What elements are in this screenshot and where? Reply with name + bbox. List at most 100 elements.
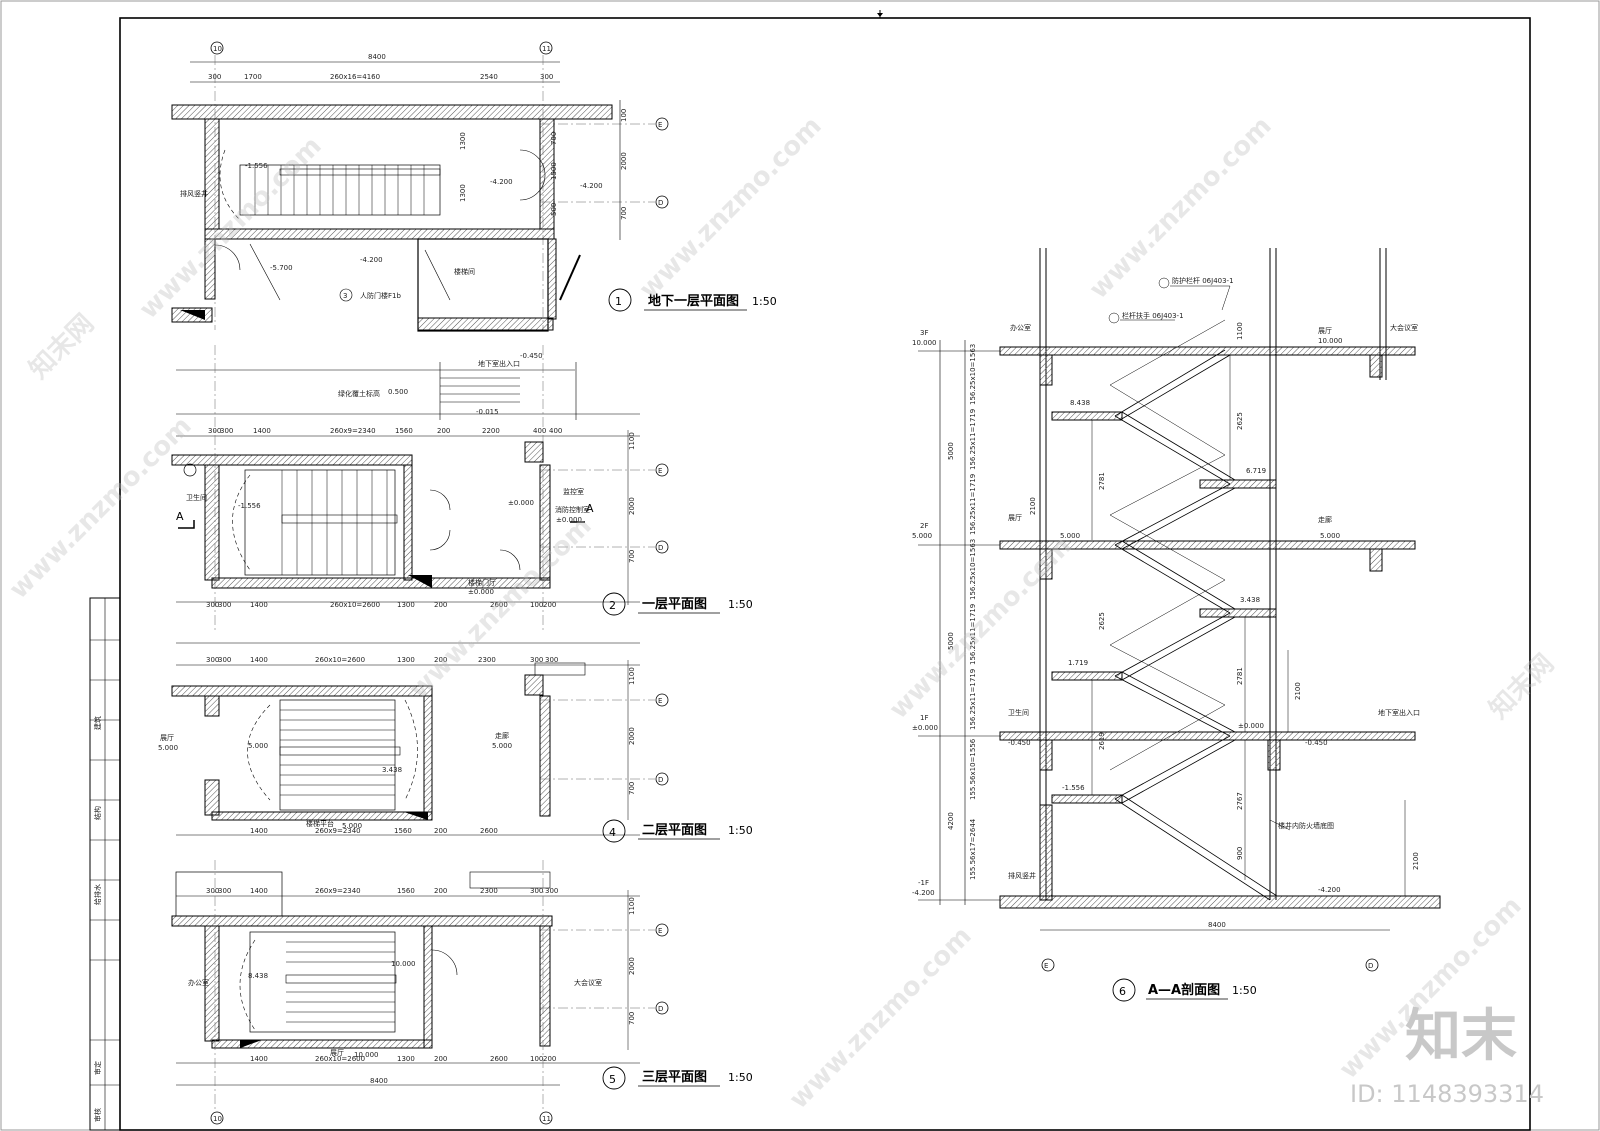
svg-text:E: E	[658, 697, 662, 705]
svg-text:1100: 1100	[628, 432, 636, 450]
svg-text:1100: 1100	[1236, 322, 1244, 340]
svg-text:10: 10	[213, 1115, 222, 1123]
plan-f2-scale: 1:50	[728, 824, 753, 837]
svg-text:5.000: 5.000	[1060, 532, 1080, 540]
svg-text:2F: 2F	[920, 522, 928, 530]
svg-text:地下室出入口: 地下室出入口	[478, 359, 520, 368]
svg-text:260x9=2340: 260x9=2340	[330, 427, 376, 435]
svg-text:-1.556: -1.556	[245, 162, 268, 170]
svg-text:防护栏杆 06J403-1: 防护栏杆 06J403-1	[1172, 276, 1234, 285]
svg-text:走廊: 走廊	[495, 731, 509, 740]
svg-text:-1F: -1F	[918, 879, 929, 887]
svg-text:D: D	[658, 776, 663, 784]
plan-b1-scale: 1:50	[752, 295, 777, 308]
svg-text:156.25x11=1719: 156.25x11=1719	[969, 409, 977, 470]
svg-text:100: 100	[530, 1055, 543, 1063]
svg-text:-0.450: -0.450	[1008, 739, 1031, 747]
svg-text:400: 400	[533, 427, 546, 435]
svg-text:500: 500	[550, 203, 558, 216]
svg-text:排风竖井: 排风竖井	[180, 189, 208, 198]
svg-text:卫生间: 卫生间	[186, 493, 207, 502]
svg-text:200: 200	[434, 601, 447, 609]
svg-text:300: 300	[206, 887, 219, 895]
svg-text:-5.700: -5.700	[270, 264, 293, 272]
svg-text:www.znzmo.com: www.znzmo.com	[134, 131, 328, 325]
plan-b1-title: 地下一层平面图	[648, 293, 739, 309]
svg-text:2625: 2625	[1236, 412, 1244, 430]
svg-text:2540: 2540	[480, 73, 498, 81]
svg-text:200: 200	[434, 887, 447, 895]
svg-text:2600: 2600	[480, 827, 498, 835]
svg-text:www.znzmo.com: www.znzmo.com	[1084, 111, 1278, 305]
section-aa: 3F 10.000 2F 5.000 1F ±0.000 -1F -4.200 …	[912, 248, 1441, 1002]
svg-text:人防门楼F1b: 人防门楼F1b	[360, 291, 401, 300]
svg-text:1100: 1100	[628, 667, 636, 685]
svg-text:-4.200: -4.200	[580, 182, 603, 190]
plan-f1-title: 一层平面图	[642, 597, 707, 612]
svg-text:700: 700	[628, 782, 636, 795]
svg-text:200: 200	[434, 827, 447, 835]
svg-text:1.719: 1.719	[1068, 659, 1088, 667]
plan-f3-scale: 1:50	[728, 1071, 753, 1084]
svg-text:2600: 2600	[490, 601, 508, 609]
svg-text:www.znzmo.com: www.znzmo.com	[884, 531, 1078, 725]
svg-text:D: D	[658, 544, 663, 552]
svg-text:700: 700	[620, 207, 628, 220]
section-number: 6	[1119, 985, 1126, 998]
svg-text:400: 400	[549, 427, 562, 435]
svg-text:www.znzmo.com: www.znzmo.com	[404, 511, 598, 705]
svg-text:260x16=4160: 260x16=4160	[330, 73, 380, 81]
svg-text:1400: 1400	[250, 1055, 268, 1063]
svg-text:大会议室: 大会议室	[1390, 323, 1418, 332]
svg-text:300: 300	[208, 427, 221, 435]
svg-text:±0.000: ±0.000	[556, 516, 582, 524]
svg-text:260x10=2600: 260x10=2600	[315, 656, 365, 664]
svg-text:300: 300	[530, 887, 543, 895]
svg-text:700: 700	[550, 132, 558, 145]
svg-text:700: 700	[628, 1012, 636, 1025]
svg-text:300: 300	[218, 887, 231, 895]
svg-text:5000: 5000	[947, 442, 955, 460]
svg-text:1500: 1500	[550, 162, 558, 180]
svg-text:155.56x10=1556: 155.56x10=1556	[969, 738, 977, 800]
svg-text:D: D	[658, 199, 663, 207]
svg-text:消防控制室: 消防控制室	[555, 505, 590, 514]
svg-text:0.500: 0.500	[388, 388, 408, 396]
plan-f2-number: 4	[609, 826, 616, 839]
svg-text:1560: 1560	[397, 887, 415, 895]
svg-text:200: 200	[434, 656, 447, 664]
tb-4: 审定	[93, 1061, 102, 1075]
svg-text:11: 11	[542, 1115, 551, 1123]
svg-text:A: A	[586, 502, 594, 515]
svg-text:排风竖井: 排风竖井	[1008, 871, 1036, 880]
b1-dim-overall: 8400	[368, 53, 386, 61]
svg-text:D: D	[1368, 962, 1373, 970]
svg-text:1300: 1300	[459, 132, 467, 150]
svg-text:2000: 2000	[628, 957, 636, 975]
svg-text:卫生间: 卫生间	[1008, 708, 1029, 717]
tb-1: 建筑	[93, 716, 102, 730]
svg-text:10.000: 10.000	[391, 960, 416, 968]
title-block: 建筑 结构 给排水 审定 审核	[89, 597, 121, 1131]
svg-text:300: 300	[530, 656, 543, 664]
svg-text:±0.000: ±0.000	[1238, 722, 1264, 730]
svg-text:1560: 1560	[394, 827, 412, 835]
tb-2: 结构	[93, 806, 102, 820]
svg-text:E: E	[658, 467, 662, 475]
svg-text:E: E	[658, 121, 662, 129]
svg-text:E: E	[1044, 962, 1048, 970]
svg-text:156.25x10=1563: 156.25x10=1563	[969, 344, 977, 405]
plan-f3-title: 三层平面图	[642, 1070, 707, 1085]
svg-text:±0.000: ±0.000	[468, 588, 494, 596]
svg-text:楼梯门厅: 楼梯门厅	[468, 578, 496, 587]
svg-text:10.000: 10.000	[1318, 337, 1343, 345]
plan-f1: -0.450 地下室出入口 0.500 绿化覆土标高 -0.015 300 30…	[171, 345, 753, 630]
svg-text:1100: 1100	[628, 897, 636, 915]
section-scale: 1:50	[1232, 984, 1257, 997]
svg-text:100: 100	[530, 601, 543, 609]
svg-text:2300: 2300	[480, 887, 498, 895]
svg-text:楼井内防火墙底图: 楼井内防火墙底图	[1278, 821, 1334, 830]
svg-text:-4.200: -4.200	[912, 889, 935, 897]
svg-text:走廊: 走廊	[1318, 515, 1332, 524]
